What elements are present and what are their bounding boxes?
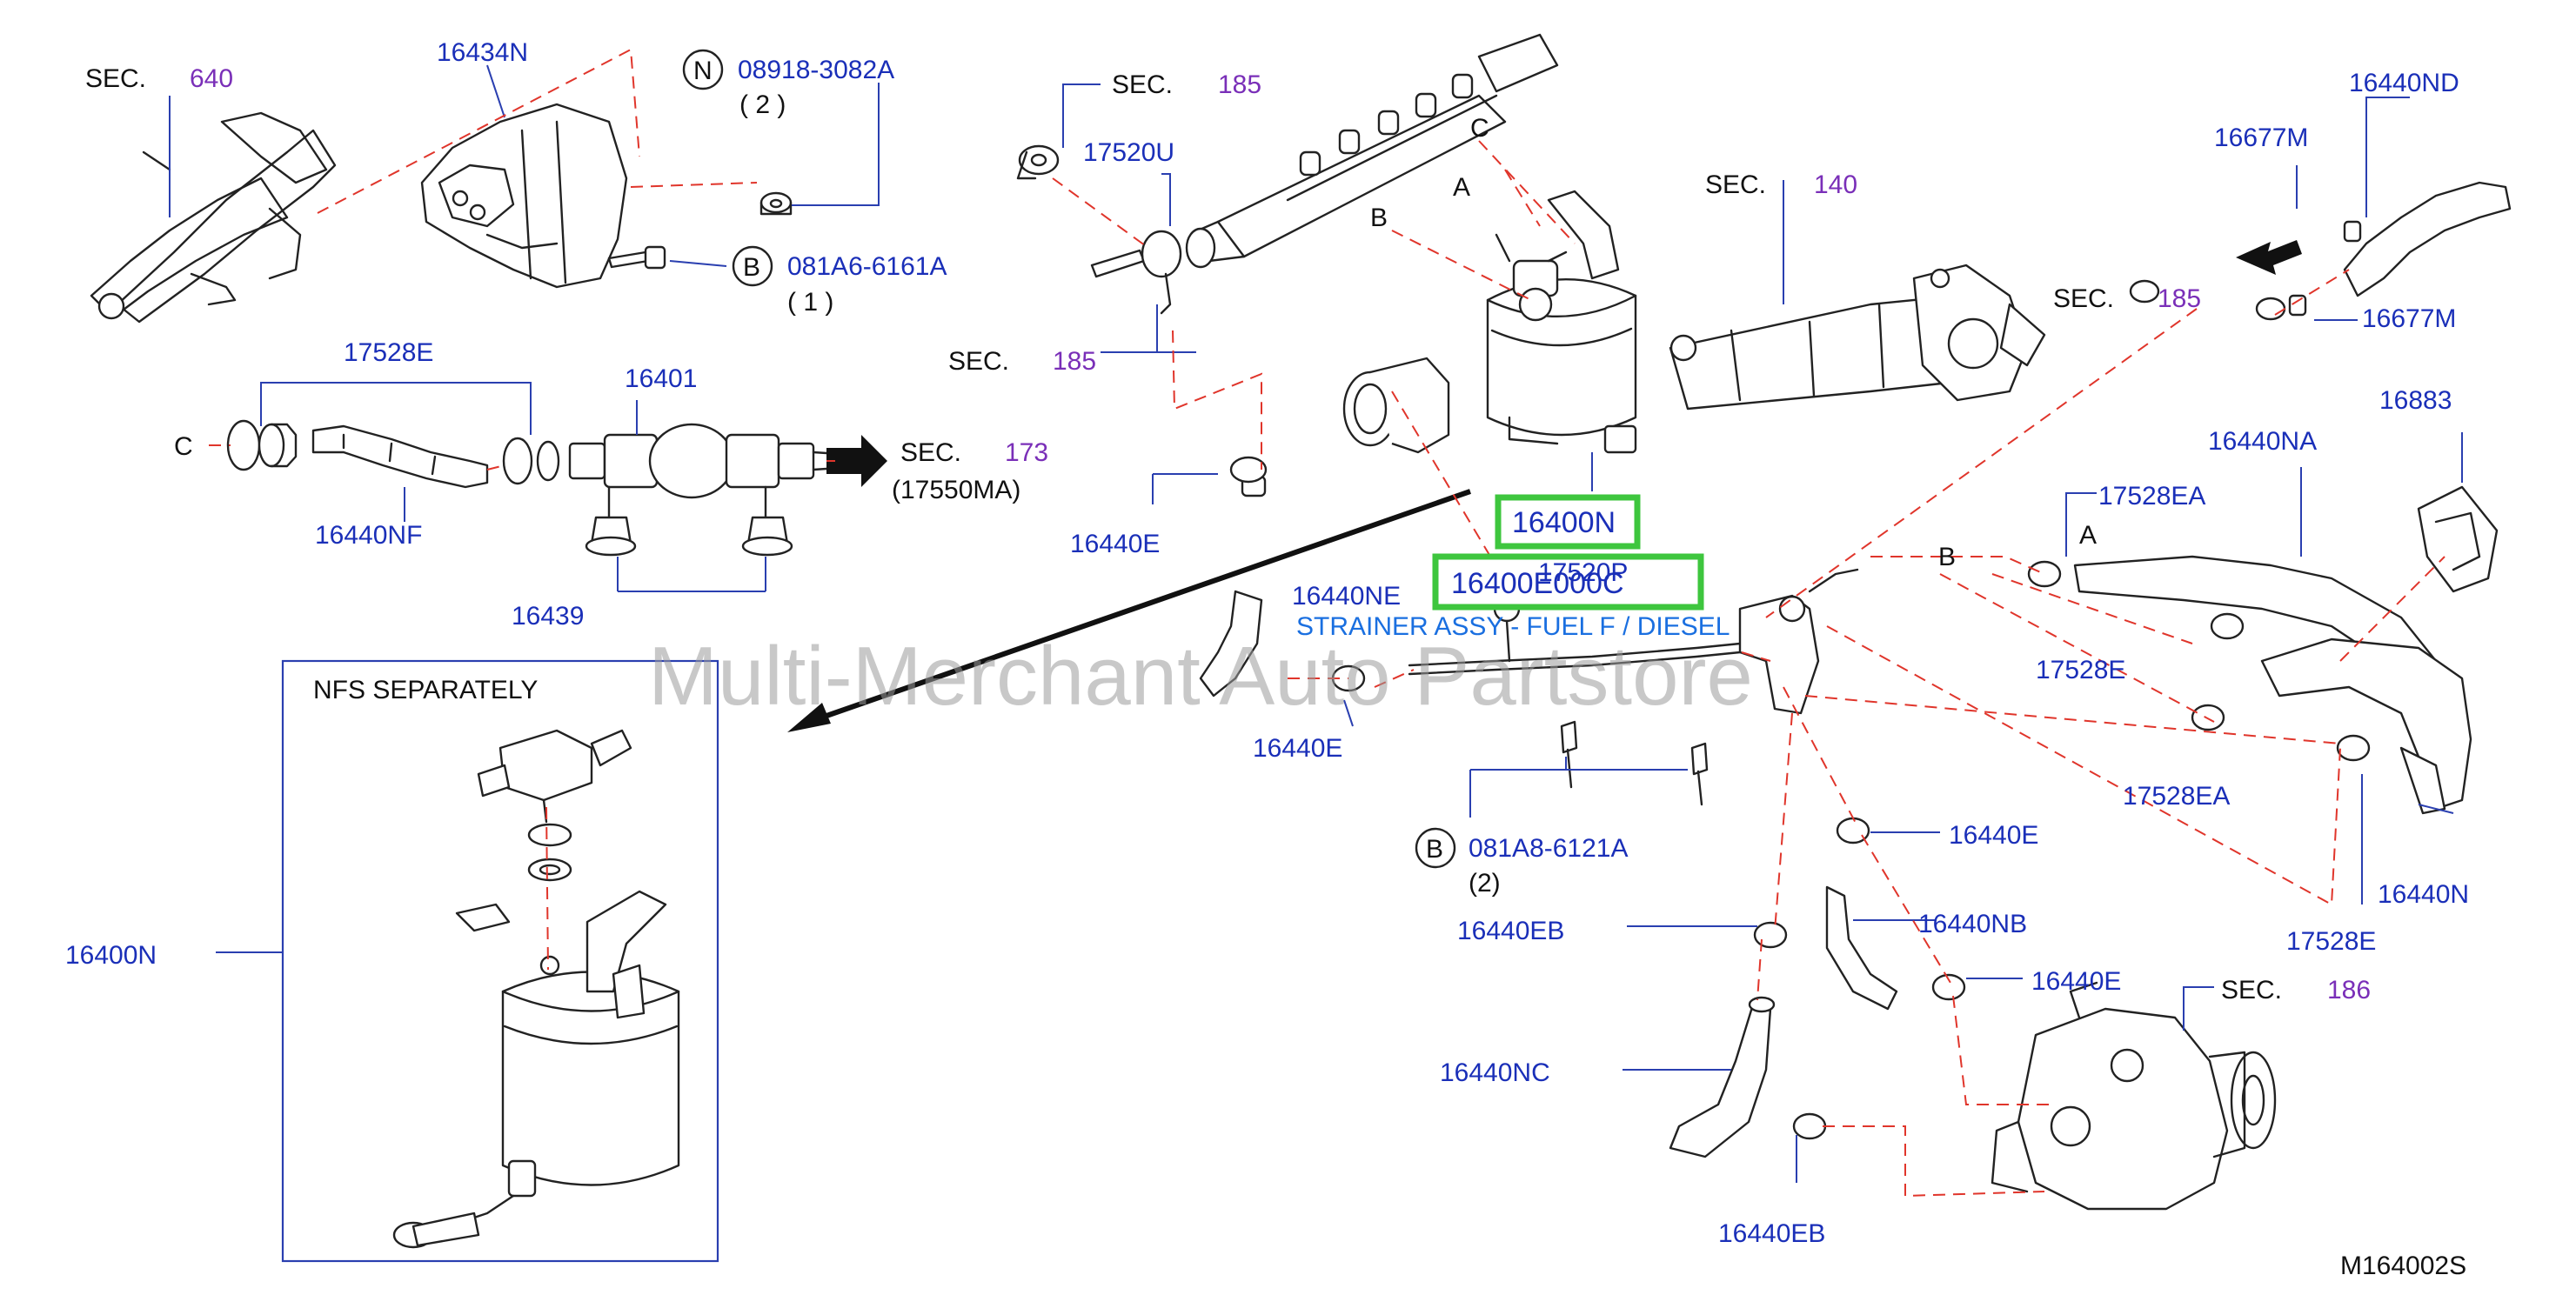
- part-label-17528ea-1[interactable]: 17528EA: [2098, 482, 2205, 511]
- bolt2-quantity: (2): [1469, 869, 1501, 898]
- bracket-fitting-drawing: [1738, 568, 1859, 715]
- part-label-16440n-right[interactable]: 16440N: [2378, 880, 2469, 909]
- clip-16883-drawing: [2417, 485, 2499, 593]
- diagram-code: M164002S: [2340, 1252, 2466, 1280]
- inset-pointer-head: [787, 703, 831, 732]
- bolt2-prefix-letter: B: [1426, 835, 1443, 864]
- sec-label-140: SEC.: [1705, 170, 1766, 199]
- part-label-16440na[interactable]: 16440NA: [2208, 427, 2317, 456]
- fuel-pump-drawing: [1991, 981, 2277, 1211]
- part-label-16401[interactable]: 16401: [625, 364, 697, 393]
- sec-number-173: 173: [1005, 438, 1048, 467]
- part-label-17528ea-2[interactable]: 17528EA: [2123, 782, 2230, 811]
- highlighted-part-16400e000c[interactable]: 16400E000C: [1451, 567, 1624, 600]
- part-label-16440e-2[interactable]: 16440E: [1253, 734, 1342, 763]
- part-label-16677m-2[interactable]: 16677M: [2362, 304, 2456, 333]
- part-label-16440nf[interactable]: 16440NF: [315, 521, 422, 550]
- bolt-quantity: ( 1 ): [787, 288, 833, 317]
- sec-label-173: SEC.: [900, 438, 961, 467]
- part-ref-17550ma: (17550MA): [892, 476, 1020, 504]
- bolt-part-drawing: [607, 245, 666, 270]
- part-label-16440e-1[interactable]: 16440E: [1070, 530, 1160, 558]
- hose-16440nb-drawing: [1825, 885, 1898, 1011]
- intake-elbow-drawing: [1342, 357, 1450, 454]
- part-label-16439[interactable]: 16439: [512, 602, 584, 631]
- part-label-16677m-1[interactable]: 16677M: [2214, 123, 2308, 152]
- fuel-filter-canister-drawing: [1486, 190, 1637, 454]
- inset-box: [281, 659, 719, 1263]
- hose-16440ne-drawing: [1199, 475, 1267, 698]
- hose-16440nd-drawing: [2288, 181, 2512, 317]
- part-label-16400n-left[interactable]: 16400N: [65, 941, 157, 970]
- ref-letter-c-left: C: [174, 432, 193, 461]
- sec-label-185-right: SEC.: [2053, 284, 2114, 313]
- leader-lines: [169, 64, 2463, 1183]
- bolt-prefix-letter: B: [743, 253, 760, 282]
- bolts-081a8-drawing: [1560, 720, 1709, 806]
- ref-letter-b-right: B: [1938, 543, 1956, 571]
- part-label-16434n[interactable]: 16434N: [437, 38, 528, 67]
- highlight-box-16400e000c-frame: [1432, 553, 1704, 611]
- intake-pipe-drawing: [1669, 264, 2046, 411]
- ref-letter-a-right: A: [2079, 521, 2097, 550]
- nut-part-drawing: [759, 191, 793, 216]
- hose-16440na-drawing: [2073, 555, 2472, 815]
- part-label-16440e-4[interactable]: 16440E: [2031, 967, 2121, 996]
- hose-clamps-drawing: [1229, 279, 2371, 1140]
- part-label-16440nd[interactable]: 16440ND: [2349, 69, 2459, 97]
- part-label-16440e-3[interactable]: 16440E: [1949, 821, 2038, 850]
- banjo-fitting-drawing: [1016, 144, 1182, 315]
- bolt2-prefix-circle: [1415, 827, 1456, 869]
- part-label-16440eb-2[interactable]: 16440EB: [1718, 1219, 1825, 1248]
- fuel-hose-assembly-drawing: [226, 419, 841, 557]
- sec-number-640: 640: [190, 64, 233, 93]
- inset-filter-drawing: [392, 729, 680, 1249]
- highlighted-part-16400n[interactable]: 16400N: [1512, 506, 1616, 539]
- inset-title: NFS SEPARATELY: [313, 676, 538, 704]
- part-label-16440ne[interactable]: 16440NE: [1292, 582, 1401, 611]
- sec-number-185-right: 185: [2158, 284, 2201, 313]
- nut-prefix-letter: N: [693, 57, 713, 85]
- bracket-part-drawing: [90, 111, 337, 324]
- sec-number-186: 186: [2327, 976, 2371, 1005]
- nut-prefix-circle: [682, 49, 724, 90]
- part-label-16440eb-1[interactable]: 16440EB: [1457, 917, 1564, 945]
- direction-arrow-185: [2236, 240, 2302, 275]
- part-label-17528e-right[interactable]: 17528E: [2036, 656, 2125, 684]
- hose-16440nc-drawing: [1669, 996, 1776, 1158]
- part-label-081a8-6121a[interactable]: 081A8-6121A: [1469, 834, 1629, 863]
- sec-number-185-mid: 185: [1053, 347, 1096, 376]
- inset-pointer-line: [808, 489, 1471, 724]
- sec-label-186: SEC.: [2221, 976, 2282, 1005]
- sec-label-185-mid: SEC.: [948, 347, 1009, 376]
- fuel-rail-drawing: [1185, 33, 1559, 269]
- direction-arrow-173: [826, 435, 887, 487]
- shield-part-drawing: [420, 103, 628, 289]
- part-label-17520p[interactable]: 17520P: [1538, 558, 1628, 587]
- nut-quantity: ( 2 ): [739, 90, 786, 119]
- part-label-17528e-bottom[interactable]: 17528E: [2286, 927, 2376, 956]
- sec-number-185-top: 185: [1218, 70, 1261, 99]
- watermark: Multi-Merchant Auto Partstore: [648, 630, 1753, 723]
- ref-letter-a: A: [1453, 173, 1470, 202]
- sec-label-185-top: SEC.: [1112, 70, 1173, 99]
- highlighted-part-description: STRAINER ASSY - FUEL F / DIESEL: [1296, 612, 1730, 641]
- sec-label-640: SEC.: [85, 64, 146, 93]
- highlight-box-16400n: [1495, 494, 1641, 550]
- part-label-16883[interactable]: 16883: [2379, 386, 2452, 415]
- ref-letter-b: B: [1370, 204, 1388, 232]
- dashed-leaders: [209, 48, 2446, 1198]
- sec-number-140: 140: [1814, 170, 1857, 199]
- part-label-17520u[interactable]: 17520U: [1083, 138, 1174, 167]
- part-label-17528e-top[interactable]: 17528E: [344, 338, 433, 367]
- part-label-16440nc[interactable]: 16440NC: [1440, 1058, 1550, 1087]
- ref-letter-c-top: C: [1470, 114, 1489, 143]
- part-label-16440nb[interactable]: 16440NB: [1918, 910, 2027, 938]
- part-label-08918-3082a[interactable]: 08918-3082A: [738, 56, 894, 84]
- bolt-prefix-circle: [732, 245, 773, 287]
- part-label-081a6-6161a[interactable]: 081A6-6161A: [787, 252, 947, 281]
